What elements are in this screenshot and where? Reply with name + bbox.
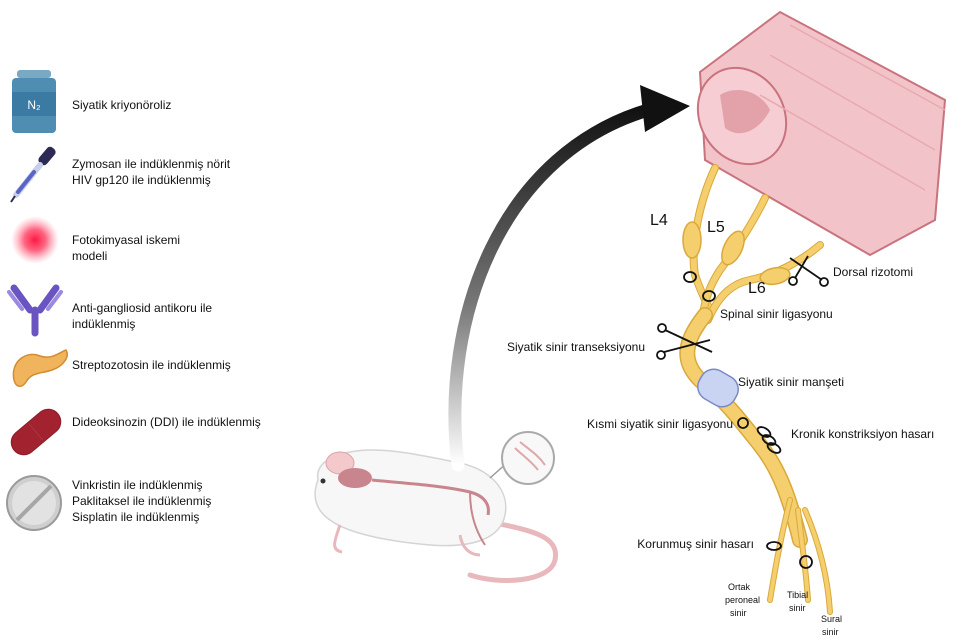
branch-label-sural-1: Sural — [821, 614, 842, 624]
label-partial-ligation: Kısmi siyatik sinir ligasyonu — [587, 417, 733, 431]
label-spinal-nerve-ligation: Spinal sinir ligasyonu — [720, 307, 833, 321]
model-list: Siyatik kriyonöroliz Zymosan ile indükle… — [72, 98, 261, 524]
model-label-photochemical-2: modeli — [72, 249, 107, 263]
model-label-zymosan: Zymosan ile indüklenmiş nörit — [72, 157, 231, 171]
model-label-cryoneurolysis: Siyatik kriyonöroliz — [72, 98, 171, 112]
curved-arrow — [455, 108, 655, 465]
branch-label-peroneal-3: sinir — [730, 608, 747, 618]
branch-label-tibial-1: Tibial — [787, 590, 808, 600]
label-dorsal-rhizotomy: Dorsal rizotomi — [833, 265, 913, 279]
root-label-l6: L6 — [748, 280, 766, 297]
model-label-vincristine: Vinkristin ile indüklenmiş — [72, 478, 203, 492]
pancreas-icon — [13, 350, 67, 386]
label-sciatic-transection: Siyatik sinir transeksiyonu — [507, 340, 645, 354]
model-label-paclitaxel: Paklitaksel ile indüklenmiş — [72, 494, 211, 508]
dropper-icon — [11, 145, 57, 202]
branch-label-tibial-2: sinir — [789, 603, 806, 613]
scissors-icon-rhizotomy — [789, 256, 828, 286]
antibody-icon — [9, 288, 61, 333]
branch-label-peroneal-2: peroneal — [725, 595, 760, 605]
model-label-streptozotocin: Streptozotosin ile indüklenmiş — [72, 358, 231, 372]
arrow-head — [640, 85, 690, 132]
label-chronic-constriction: Kronik konstriksiyon hasarı — [791, 427, 934, 441]
tank-label: N₂ — [27, 98, 41, 112]
tablet-icon — [7, 476, 61, 530]
branch-label-sural-2: sinir — [822, 627, 839, 637]
root-label-l4: L4 — [650, 212, 668, 229]
model-label-ddi: Dideoksinozin (DDI) ile indüklenmiş — [72, 415, 261, 429]
model-label-cisplatin: Sisplatin ile indüklenmiş — [72, 510, 199, 524]
label-spared-nerve-injury: Korunmuş sinir hasarı — [637, 537, 754, 551]
model-label-gp120: HIV gp120 ile indüklenmiş — [72, 173, 211, 187]
model-label-photochemical: Fotokimyasal iskemi — [72, 233, 180, 247]
zoom-inset — [502, 432, 554, 484]
branch-label-peroneal-1: Ortak — [728, 582, 751, 592]
liquid-nitrogen-tank-icon: N₂ — [12, 70, 56, 133]
label-sciatic-cuff: Siyatik sinir manşeti — [738, 375, 844, 389]
red-glow-icon — [11, 216, 59, 264]
model-label-antiganglioside-2: indüklenmiş — [72, 317, 135, 331]
root-label-l5: L5 — [707, 219, 725, 236]
mouse-illustration — [315, 432, 555, 580]
model-label-antiganglioside: Anti-gangliosid antikoru ile — [72, 301, 212, 315]
capsule-icon — [7, 405, 65, 459]
